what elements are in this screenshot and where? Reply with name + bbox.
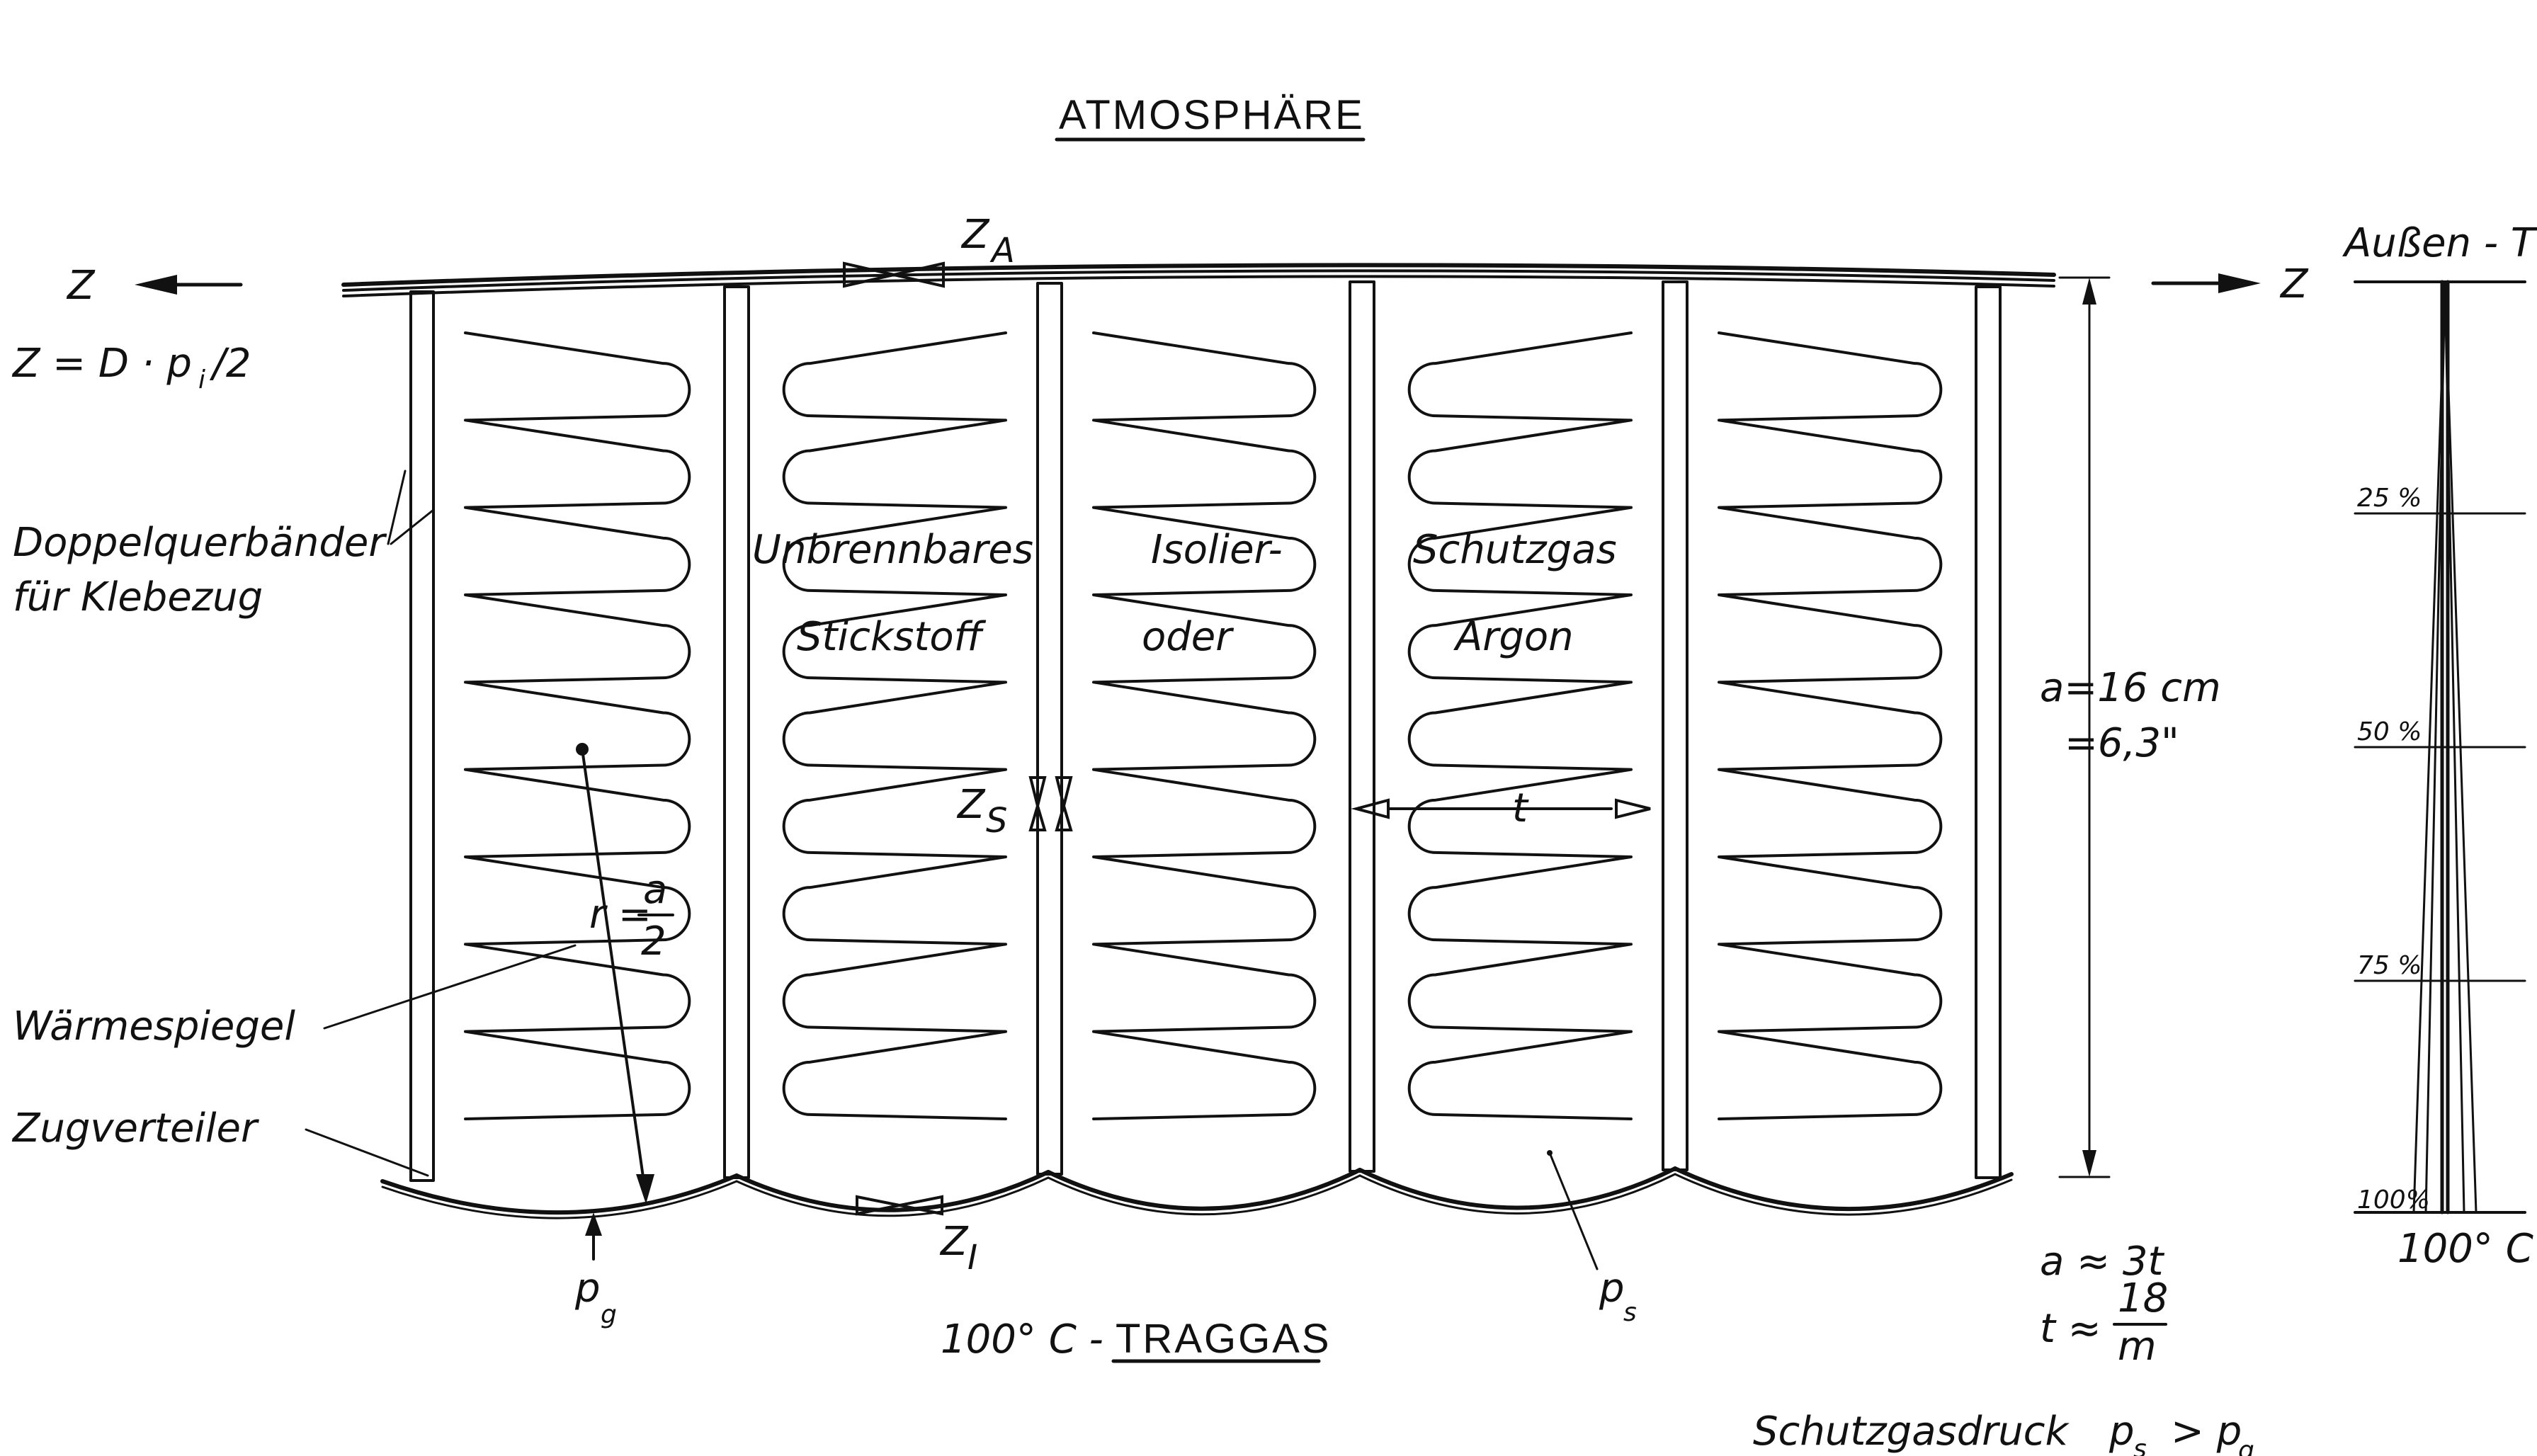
svg-text:m: m bbox=[2118, 1324, 2157, 1370]
svg-text:für Klebezug: für Klebezug bbox=[13, 574, 263, 620]
svg-text:/2: /2 bbox=[209, 341, 251, 387]
svg-text:18: 18 bbox=[2118, 1275, 2168, 1321]
svg-text:25 %: 25 % bbox=[2357, 484, 2422, 513]
svg-text:i: i bbox=[198, 365, 205, 394]
radius-dimension: r = a 2 bbox=[576, 743, 674, 1204]
svg-text:I: I bbox=[967, 1238, 977, 1278]
temperature-profile: Außen - T 25 % 50 % 75 % 100% 100° C bbox=[2342, 220, 2537, 1272]
z-a-marker: Z A bbox=[843, 212, 1015, 288]
svg-text:Stickstoff: Stickstoff bbox=[797, 614, 987, 660]
z-right-label: Z bbox=[2279, 261, 2309, 307]
bottom-bellies bbox=[380, 1166, 2014, 1219]
svg-text:Z: Z bbox=[939, 1219, 969, 1265]
heat-mirror-foil bbox=[1407, 331, 1633, 1120]
svg-text:Zugverteiler: Zugverteiler bbox=[11, 1105, 259, 1151]
svg-text:a=16 cm: a=16 cm bbox=[2040, 665, 2221, 711]
z-left-arrowhead bbox=[135, 275, 177, 295]
heat-mirror-foil bbox=[1092, 331, 1317, 1120]
svg-text:g: g bbox=[2238, 1436, 2254, 1456]
heat-mirror-cells bbox=[464, 331, 1943, 1120]
ps-indicator: p s bbox=[1547, 1150, 1637, 1327]
svg-text:A: A bbox=[989, 231, 1015, 271]
svg-text:Z = D · p: Z = D · p bbox=[11, 341, 192, 387]
schutzgas-pressure: Schutzgasdruck p s > p g bbox=[1753, 1409, 2254, 1456]
svg-text:Z: Z bbox=[960, 212, 990, 258]
heat-mirror-foil bbox=[782, 331, 1007, 1120]
svg-text:> p: > p bbox=[2171, 1409, 2242, 1455]
svg-text:a: a bbox=[643, 867, 667, 913]
svg-text:p: p bbox=[574, 1266, 601, 1312]
relations: a ≈ 3t t ≈ 18 m bbox=[2040, 1239, 2168, 1370]
heat-mirror-foil bbox=[1718, 331, 1943, 1120]
svg-text:Argon: Argon bbox=[1453, 614, 1574, 660]
svg-text:Schutzgasdruck: Schutzgasdruck bbox=[1753, 1409, 2070, 1455]
height-dimension: a=16 cm =6,3" bbox=[2040, 276, 2221, 1178]
z-right-arrowhead bbox=[2218, 273, 2261, 293]
outer-skin bbox=[341, 263, 2056, 297]
svg-text:p: p bbox=[1599, 1266, 1625, 1312]
svg-text:Wärmespiegel: Wärmespiegel bbox=[13, 1003, 295, 1050]
svg-text:S: S bbox=[986, 801, 1007, 841]
z-left-label: Z bbox=[66, 263, 96, 309]
svg-text:oder: oder bbox=[1142, 614, 1234, 660]
waermespiegel-label: Wärmespiegel bbox=[13, 944, 577, 1050]
svg-text:100° C -: 100° C - bbox=[941, 1316, 1103, 1363]
z-formula: Z = D · p i /2 bbox=[11, 341, 251, 394]
svg-text:Außen - T: Außen - T bbox=[2342, 220, 2537, 266]
doppelquerbaender-label: Doppelquerbänder für Klebezug bbox=[13, 470, 435, 620]
svg-text:50 %: 50 % bbox=[2357, 717, 2422, 746]
title-atmosphere: ATMOSPHÄRE bbox=[1059, 92, 1365, 138]
svg-text:75 %: 75 % bbox=[2357, 951, 2422, 980]
svg-text:100° C: 100° C bbox=[2397, 1226, 2533, 1272]
svg-text:Isolier-: Isolier- bbox=[1151, 527, 1283, 573]
z-i-marker: Z I bbox=[856, 1195, 977, 1278]
svg-text:Unbrennbares: Unbrennbares bbox=[752, 527, 1033, 573]
svg-text:t: t bbox=[1512, 785, 1529, 831]
vertical-bands bbox=[409, 280, 2002, 1182]
svg-text:s: s bbox=[2133, 1435, 2147, 1456]
svg-text:2: 2 bbox=[641, 918, 666, 965]
pitch-dimension: t bbox=[1351, 785, 1651, 831]
svg-text:100%: 100% bbox=[2357, 1185, 2430, 1215]
zugverteiler-label: Zugverteiler bbox=[11, 1105, 429, 1177]
svg-text:s: s bbox=[1623, 1298, 1637, 1327]
svg-text:g: g bbox=[601, 1300, 617, 1329]
svg-text:Doppelquerbänder: Doppelquerbänder bbox=[13, 520, 387, 566]
svg-text:Schutzgas: Schutzgas bbox=[1413, 527, 1617, 573]
z-s-marker: Z S bbox=[956, 776, 1073, 841]
svg-text:TRAGGAS: TRAGGAS bbox=[1116, 1316, 1332, 1362]
svg-text:=6,3": =6,3" bbox=[2065, 720, 2179, 766]
heat-mirror-foil bbox=[464, 331, 691, 1120]
svg-text:Z: Z bbox=[956, 782, 986, 828]
gas-labels: Unbrennbares Stickstoff Isolier- oder Sc… bbox=[752, 527, 1617, 660]
traggas-label: 100° C - TRAGGAS bbox=[941, 1316, 1332, 1363]
pg-indicator: p g bbox=[574, 1212, 617, 1329]
svg-text:a ≈ 3t: a ≈ 3t bbox=[2040, 1239, 2164, 1285]
svg-text:t ≈: t ≈ bbox=[2040, 1306, 2101, 1352]
svg-text:p: p bbox=[2109, 1409, 2135, 1455]
